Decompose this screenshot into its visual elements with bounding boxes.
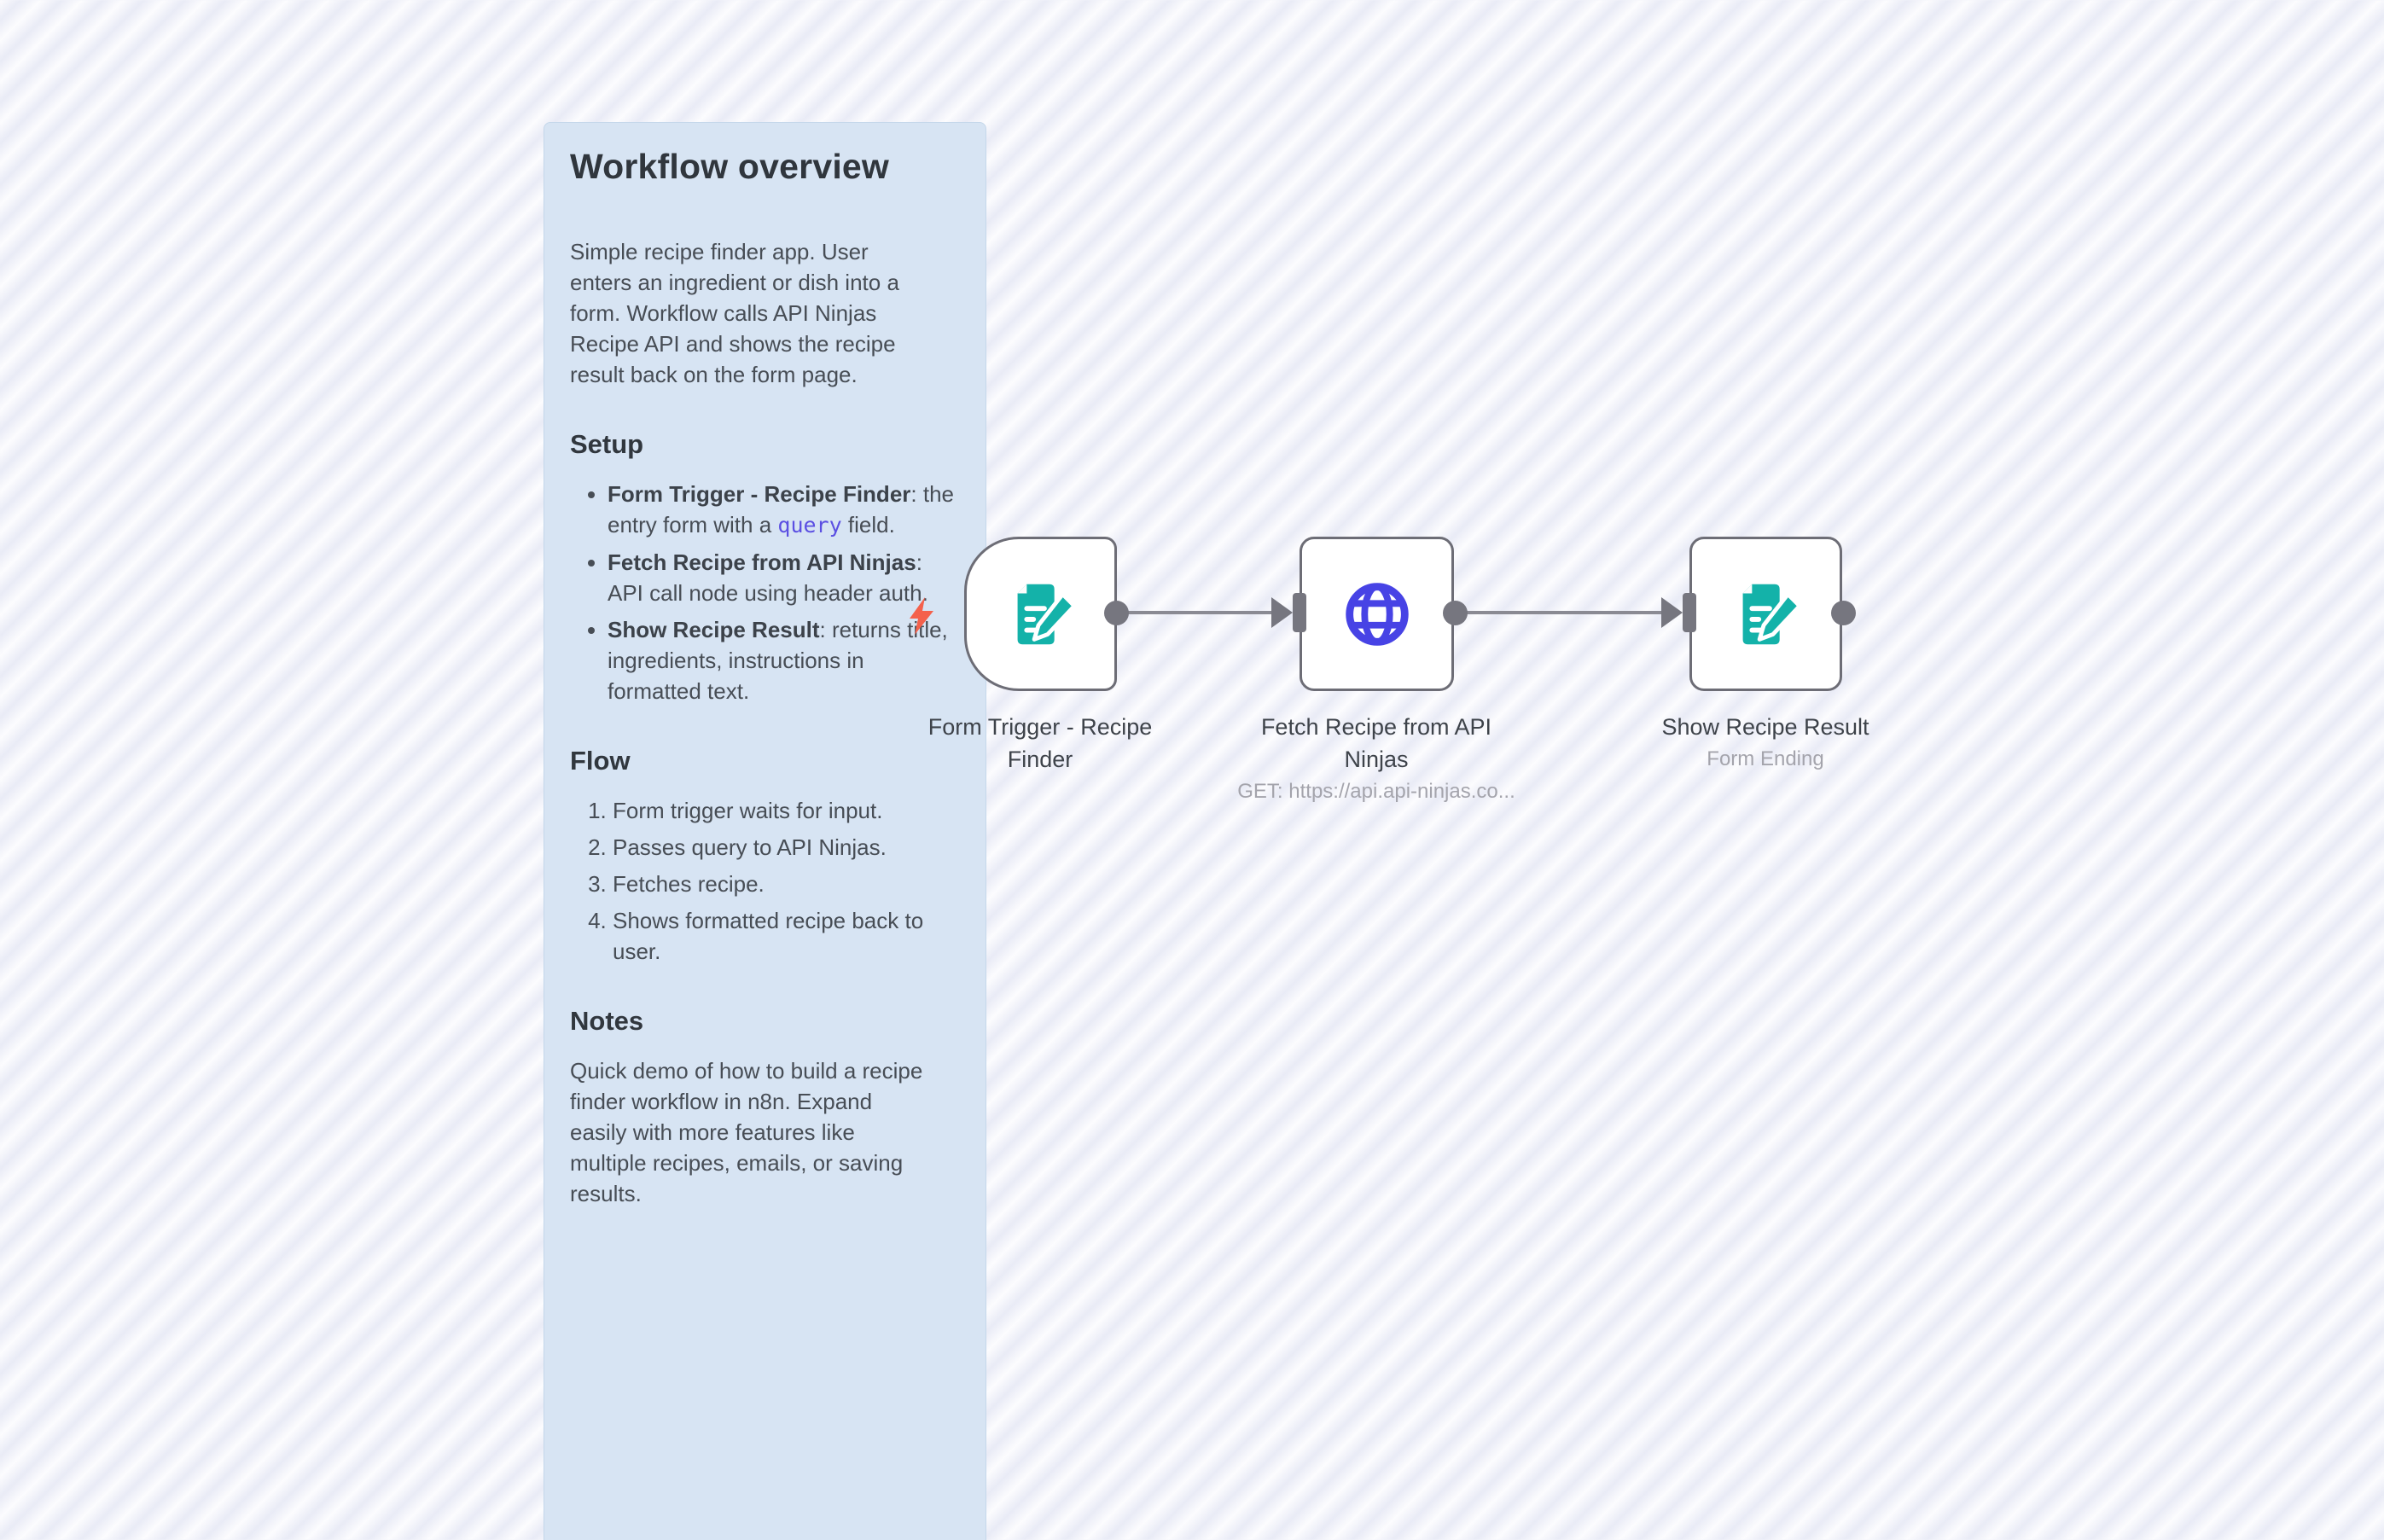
node-title: Show Recipe Result <box>1661 714 1869 740</box>
setup-item: Fetch Recipe from API Ninjas: API call n… <box>608 547 960 608</box>
globe-icon <box>1345 582 1409 646</box>
notes-heading: Notes <box>570 1006 644 1036</box>
node-fetch-recipe-from-api-ninjas[interactable] <box>1300 537 1454 691</box>
connection-trigger-to-fetch[interactable] <box>1116 611 1275 614</box>
input-endpoint-show-recipe[interactable] <box>1683 593 1696 632</box>
sticky-intro-paragraph: Simple recipe finder app. User enters an… <box>570 239 899 387</box>
sticky-note-workflow-overview[interactable]: Workflow overview Simple recipe finder a… <box>544 122 986 1540</box>
setup-item: Show Recipe Result: returns title, ingre… <box>608 614 960 706</box>
flow-step: Shows formatted recipe back to user. <box>613 905 960 967</box>
output-endpoint-form-trigger[interactable] <box>1104 601 1129 625</box>
output-endpoint-fetch-recipe[interactable] <box>1443 601 1468 625</box>
inline-code-query: query <box>777 513 842 538</box>
flow-step: Form trigger waits for input. <box>613 795 960 826</box>
node-label-form-trigger: Form Trigger - Recipe Finder <box>852 711 1228 776</box>
node-form-trigger-recipe-finder[interactable] <box>964 537 1117 691</box>
form-pencil-icon <box>1017 584 1077 644</box>
form-pencil-icon <box>1742 584 1802 644</box>
node-label-show-recipe: Show Recipe Result Form Ending <box>1578 711 1953 771</box>
flow-step: Fetches recipe. <box>613 869 960 899</box>
output-endpoint-show-recipe[interactable] <box>1831 601 1856 625</box>
node-title: Fetch Recipe from API Ninjas <box>1260 714 1492 772</box>
input-endpoint-fetch-recipe[interactable] <box>1293 593 1306 632</box>
flow-heading: Flow <box>570 746 631 776</box>
node-subtitle: Form Ending <box>1707 747 1824 770</box>
input-arrow-icon <box>1271 597 1293 628</box>
flow-list: Form trigger waits for input. Passes que… <box>570 795 960 967</box>
notes-paragraph: Quick demo of how to build a recipe find… <box>570 1058 923 1206</box>
node-subtitle: GET: https://api.api-ninjas.co... <box>1237 780 1515 803</box>
node-title: Form Trigger - Recipe Finder <box>927 714 1153 772</box>
setup-item: Form Trigger - Recipe Finder: the entry … <box>608 479 960 541</box>
node-label-fetch-recipe: Fetch Recipe from API Ninjas GET: https:… <box>1189 711 1564 804</box>
connection-fetch-to-show[interactable] <box>1455 611 1665 614</box>
setup-list: Form Trigger - Recipe Finder: the entry … <box>570 479 960 706</box>
setup-heading: Setup <box>570 429 644 459</box>
input-arrow-icon <box>1661 597 1683 628</box>
trigger-lightning-icon <box>910 597 933 635</box>
sticky-title: Workflow overview <box>570 147 890 186</box>
node-show-recipe-result[interactable] <box>1689 537 1842 691</box>
flow-step: Passes query to API Ninjas. <box>613 832 960 863</box>
